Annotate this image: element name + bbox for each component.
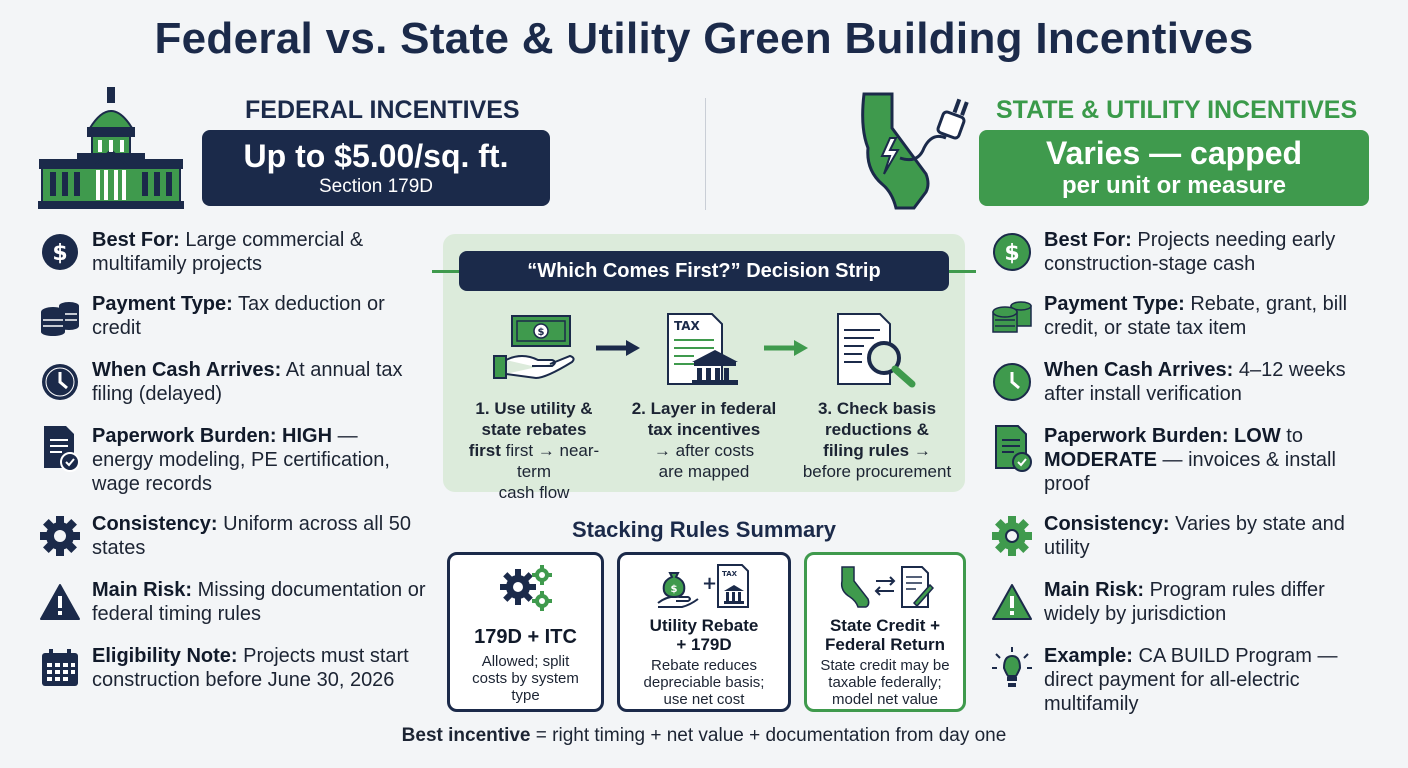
california-plug-icon (861, 92, 969, 210)
svg-text:$: $ (671, 584, 678, 595)
federal-row-payment-type: Payment Type: Tax deduction or credit (38, 292, 418, 340)
header-divider (705, 98, 706, 210)
federal-row-consistency: Consistency: Uniform across all 50 state… (38, 512, 418, 560)
svg-text:TAX: TAX (674, 319, 701, 333)
capitol-building-icon (38, 87, 184, 209)
state-row-best-for: $ Best For: Projects needing early const… (990, 228, 1380, 276)
document-check-icon (990, 425, 1034, 472)
decision-step-1: 1. Use utility & state rebates first fir… (468, 399, 600, 502)
lightbulb-icon (990, 646, 1034, 690)
svg-text:$: $ (538, 327, 545, 338)
federal-banner-amount: Up to $5.00/sq. ft. (243, 138, 509, 174)
dollar-icon: $ (38, 230, 82, 274)
state-row-paperwork: Paperwork Burden: LOW to MODERATE — invo… (990, 424, 1380, 496)
cash-hand-icon: $ (493, 315, 575, 380)
stacking-card-state-credit: State Credit + Federal Return State cred… (804, 552, 966, 712)
state-row-example: Example: CA BUILD Program — direct payme… (990, 644, 1380, 716)
svg-text:$: $ (52, 241, 67, 266)
federal-row-main-risk: Main Risk: Missing documentation or fede… (38, 578, 428, 626)
state-row-main-risk: Main Risk: Program rules differ widely b… (990, 578, 1380, 626)
svg-text:$: $ (1004, 241, 1019, 266)
state-banner-amount: Varies — capped (1045, 135, 1303, 171)
document-check-icon (38, 426, 82, 472)
coins-icon (38, 294, 82, 338)
decision-step-2: 2. Layer in federal tax incentives → aft… (631, 399, 777, 481)
state-exchange-document-icon (840, 566, 935, 608)
stacking-rules-title: Stacking Rules Summary (571, 517, 837, 542)
arrow-right-icon (596, 340, 640, 356)
footer-summary: Best incentive = right timing + net valu… (401, 725, 1007, 746)
moneybag-plus-tax-icon: $ + TAX (657, 564, 749, 608)
svg-text:TAX: TAX (722, 570, 738, 578)
warning-icon (38, 580, 82, 624)
state-row-payment-type: Payment Type: Rebate, grant, bill credit… (990, 292, 1380, 340)
clock-icon (38, 360, 82, 404)
decision-strip-title: “Which Comes First?” Decision Strip (459, 251, 949, 291)
svg-text:+: + (702, 573, 717, 594)
card-title: 179D + ITC (474, 626, 577, 648)
document-magnifier-icon (837, 313, 916, 388)
federal-row-when-cash: When Cash Arrives: At annual tax filing … (38, 358, 418, 406)
page-title: Federal vs. State & Utility Green Buildi… (154, 14, 1254, 63)
federal-heading: FEDERAL INCENTIVES (245, 96, 520, 124)
strip-connector-right (946, 270, 976, 273)
federal-row-best-for: $ Best For: Large commercial & multifami… (38, 228, 418, 276)
state-heading: STATE & UTILITY INCENTIVES (996, 96, 1358, 124)
federal-row-paperwork: Paperwork Burden: HIGH — energy modeling… (38, 424, 418, 496)
state-row-consistency: Consistency: Varies by state and utility (990, 512, 1380, 560)
federal-banner-section: Section 179D (318, 176, 434, 197)
state-banner: Varies — capped per unit or measure (979, 130, 1369, 206)
state-banner-cap: per unit or measure (1061, 172, 1287, 199)
clock-icon (990, 360, 1034, 404)
stacking-card-utility-rebate: $ + TAX Utility Rebate + 179D Rebate red… (617, 552, 791, 712)
dollar-icon: $ (990, 230, 1034, 274)
decision-step-3: 3. Check basis reductions & filing rules… (802, 399, 952, 481)
federal-banner: Up to $5.00/sq. ft. Section 179D (202, 130, 550, 206)
strip-connector-left (432, 270, 462, 273)
card-title: State Credit + Federal Return (825, 616, 945, 654)
federal-row-eligibility: Eligibility Note: Projects must start co… (38, 644, 430, 692)
arrow-right-green-icon (764, 340, 808, 356)
gear-icon (38, 514, 82, 558)
gears-icon (499, 565, 552, 611)
gear-icon (990, 514, 1034, 558)
state-row-when-cash: When Cash Arrives: 4–12 weeks after inst… (990, 358, 1380, 406)
calendar-icon (38, 646, 82, 690)
tax-document-icon: TAX (667, 313, 738, 385)
coins-icon (990, 294, 1034, 338)
card-title: Utility Rebate + 179D (649, 616, 759, 654)
warning-icon (990, 580, 1034, 624)
